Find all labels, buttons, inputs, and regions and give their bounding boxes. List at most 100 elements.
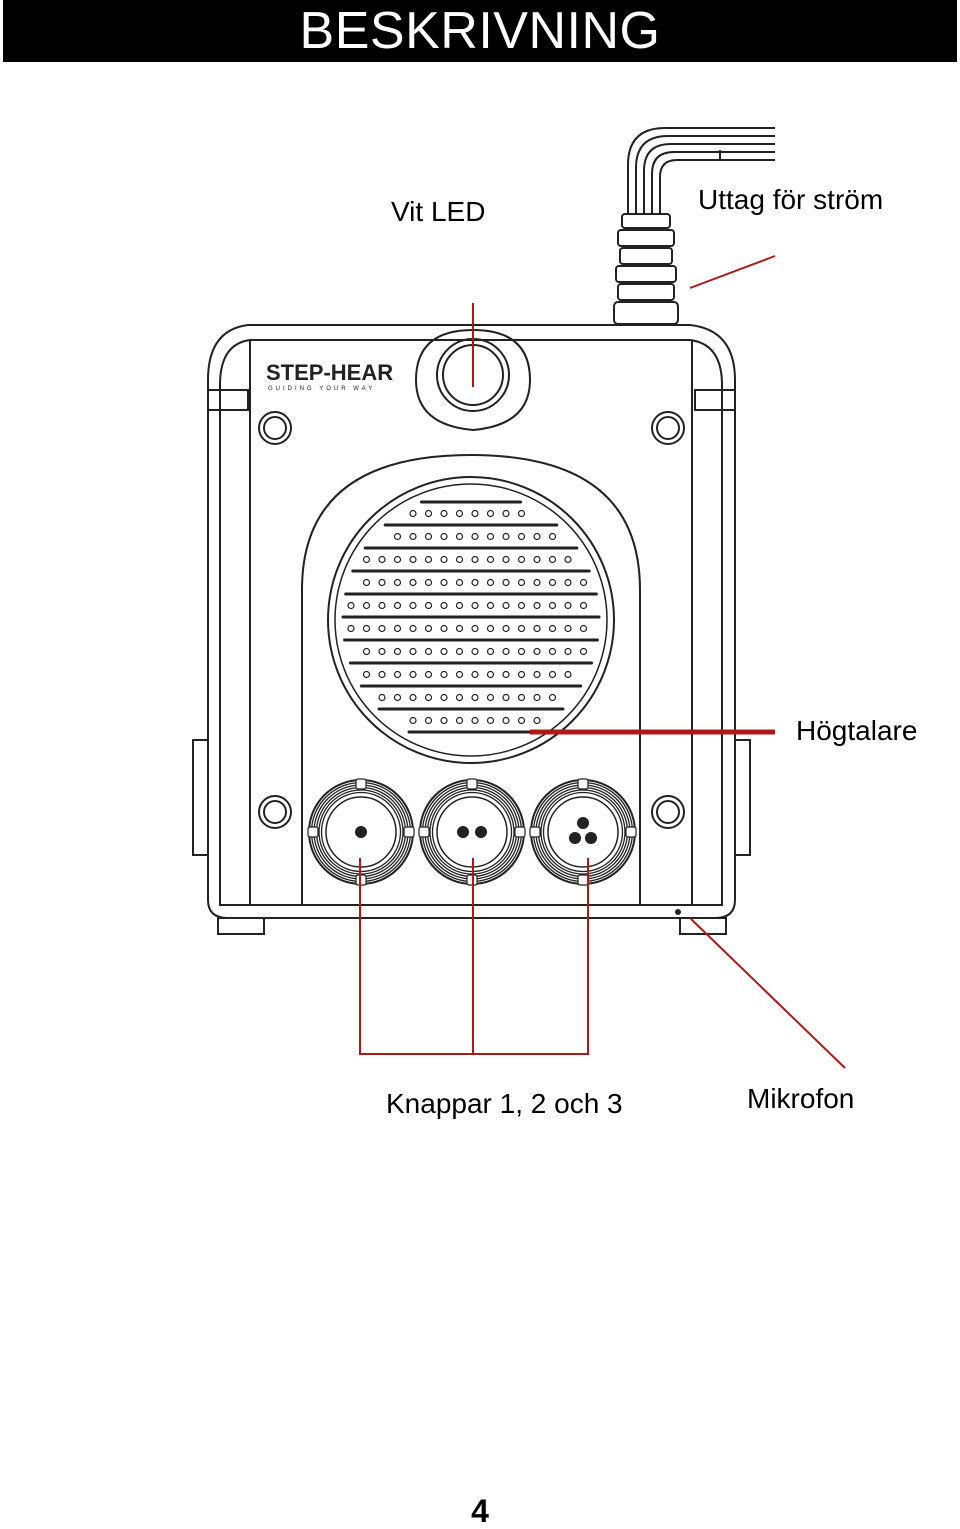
- grille-hole: [362, 601, 371, 610]
- grille-hole: [409, 555, 417, 564]
- grille-hole: [533, 601, 541, 610]
- grille-hole: [533, 716, 541, 725]
- grille-hole: [378, 647, 386, 656]
- page-number: 4: [471, 1493, 489, 1529]
- grille-hole: [471, 578, 479, 587]
- grille-hole: [486, 647, 495, 656]
- grille-hole: [579, 647, 588, 656]
- grille-hole: [362, 578, 371, 587]
- grille-hole: [533, 647, 541, 656]
- grille-hole: [564, 578, 572, 587]
- grille-hole: [378, 624, 386, 633]
- grille-hole: [424, 647, 433, 656]
- grille-hole: [455, 532, 464, 541]
- grille-hole: [409, 647, 417, 656]
- grille-hole: [471, 693, 479, 702]
- cable-connector: [613, 213, 679, 325]
- grille-hole: [378, 601, 386, 610]
- grille-hole: [486, 509, 495, 518]
- grille-hole: [393, 532, 402, 541]
- grille-hole: [440, 716, 448, 725]
- grille-hole: [579, 624, 588, 633]
- grille-hole: [471, 509, 479, 518]
- button-3[interactable]: [529, 778, 637, 886]
- grille-hole: [409, 693, 417, 702]
- grille-hole: [347, 601, 355, 610]
- grille-hole: [486, 555, 495, 564]
- button-group: [307, 778, 637, 886]
- grille-hole: [548, 670, 557, 679]
- buttons-callout-line: [359, 858, 589, 1055]
- header-bar: BESKRIVNING: [3, 0, 957, 62]
- grille-hole: [517, 647, 526, 656]
- grille-hole: [424, 509, 433, 518]
- grille-hole: [533, 624, 541, 633]
- grille-hole: [440, 578, 448, 587]
- grille-hole: [548, 578, 557, 587]
- speaker-label: Högtalare: [796, 715, 918, 746]
- grille-hole: [409, 601, 417, 610]
- grille-hole: [455, 555, 464, 564]
- grille-hole: [502, 716, 510, 725]
- button-dot: [569, 832, 581, 844]
- microphone-hole: [675, 909, 681, 915]
- grille-hole: [393, 693, 402, 702]
- grille-hole: [347, 624, 355, 633]
- grille-hole: [564, 624, 572, 633]
- grille-hole: [440, 555, 448, 564]
- grille-hole: [424, 693, 433, 702]
- grille-hole: [378, 555, 386, 564]
- grille-hole: [471, 647, 479, 656]
- grille-hole: [440, 532, 448, 541]
- grille-hole: [502, 601, 510, 610]
- grille-hole: [517, 555, 526, 564]
- led-label: Vit LED: [391, 196, 486, 227]
- button-dot: [457, 826, 469, 838]
- grille-hole: [564, 555, 572, 564]
- grille-hole: [502, 509, 510, 518]
- grille-hole: [486, 624, 495, 633]
- grille-hole: [502, 647, 510, 656]
- grille-hole: [393, 647, 402, 656]
- grille-hole: [440, 647, 448, 656]
- grille-hole: [471, 601, 479, 610]
- grille-hole: [548, 624, 557, 633]
- button-dot: [585, 832, 597, 844]
- grille-hole: [517, 509, 526, 518]
- grille-hole: [548, 532, 557, 541]
- grille-hole: [409, 578, 417, 587]
- grille-hole: [393, 601, 402, 610]
- buttons-label: Knappar 1, 2 och 3: [386, 1088, 623, 1119]
- grille-hole: [564, 647, 572, 656]
- power-cable: [627, 127, 775, 215]
- grille-hole: [409, 509, 417, 518]
- grille-hole: [579, 578, 588, 587]
- grille-hole: [486, 578, 495, 587]
- grille-hole: [378, 670, 386, 679]
- grille-hole: [393, 624, 402, 633]
- grille-hole: [502, 670, 510, 679]
- grille-hole: [502, 624, 510, 633]
- power-callout-line: [689, 255, 776, 289]
- callout-lines: [359, 255, 846, 1069]
- grille-hole: [424, 555, 433, 564]
- grille-hole: [579, 601, 588, 610]
- grille-hole: [424, 601, 433, 610]
- grille-hole: [486, 693, 495, 702]
- grille-hole: [455, 601, 464, 610]
- grille-hole: [362, 555, 371, 564]
- grille-hole: [455, 509, 464, 518]
- grille-hole: [471, 624, 479, 633]
- grille-hole: [393, 578, 402, 587]
- power-label: Uttag för ström: [698, 184, 884, 215]
- grille-hole: [533, 693, 541, 702]
- device-body: [192, 324, 751, 935]
- grille-hole: [378, 693, 386, 702]
- grille-hole: [378, 578, 386, 587]
- grille-hole: [424, 670, 433, 679]
- grille-hole: [424, 578, 433, 587]
- grille-hole: [548, 647, 557, 656]
- page-title: BESKRIVNING: [299, 2, 661, 60]
- grille-hole: [362, 670, 371, 679]
- grille-hole: [471, 555, 479, 564]
